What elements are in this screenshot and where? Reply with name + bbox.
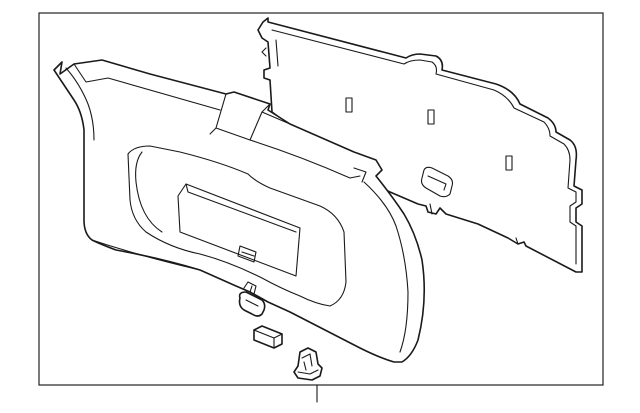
- label-area: [177, 183, 301, 277]
- handle-slot: [237, 245, 257, 263]
- backing-panel: [257, 17, 583, 273]
- panel-slot: [427, 109, 435, 125]
- hook-bracket: [238, 285, 266, 317]
- window-recess-outer: [127, 145, 347, 307]
- liftgate-trim-panel: [53, 59, 426, 363]
- panel-handle-pocket: [420, 166, 454, 198]
- push-fastener: [293, 347, 323, 381]
- panel-slot: [505, 155, 513, 171]
- panel-slot: [345, 97, 353, 113]
- retainer-clip: [253, 325, 283, 349]
- diagram-frame: [38, 12, 604, 386]
